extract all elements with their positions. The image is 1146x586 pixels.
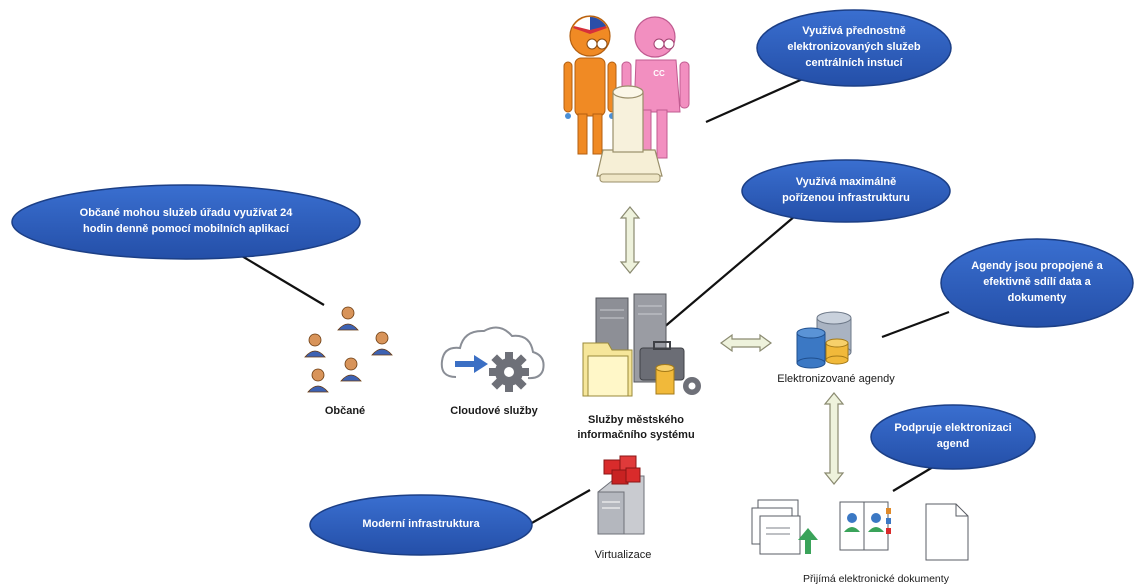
label-citizens: Občané [324, 405, 366, 417]
callout-text-central-services: Využívá přednostně elektronizovaných slu… [787, 25, 921, 69]
callout-bubbles [11, 9, 1134, 556]
officials-figures-icon: CC [563, 15, 690, 183]
callout-text-support-agendas: Podpruje elektronizaci agend [894, 422, 1012, 450]
arrow-agendas-documents [823, 392, 845, 485]
connector-agendas [881, 310, 950, 339]
bubble-agendas-connected [940, 238, 1134, 328]
double-arrows [619, 206, 845, 485]
svg-text:CC: CC [653, 69, 665, 78]
arrow-system-agendas [719, 333, 773, 353]
connector-modern [529, 489, 591, 525]
bubble-central-services [756, 9, 952, 87]
callout-text-infrastructure-use: Využívá maximálně pořízenou infrastruktu… [782, 176, 910, 204]
connector-infra [655, 215, 796, 335]
callout-text-modern-infra: Moderní infrastruktura [362, 518, 480, 531]
callout-text-agendas-connected: Agendy jsou propojené a efektivně sdílí … [971, 260, 1103, 304]
bubble-mobile-apps [11, 184, 361, 260]
label-agendas: Elektronizované agendy [777, 373, 895, 385]
bubble-infrastructure-use [741, 159, 951, 223]
bubble-support-agendas [870, 404, 1036, 470]
label-virtualization: Virtualizace [594, 549, 652, 561]
citizens-group-icon [304, 306, 393, 393]
connector-central [705, 76, 806, 124]
server-folder-icon [582, 293, 701, 397]
label-documents: Přijímá elektronické dokumenty [803, 573, 949, 585]
cloud-gear-icon [440, 326, 545, 392]
callout-text-mobile-apps: Občané mohou služeb úřadu využívat 24 ho… [79, 207, 293, 235]
bubble-modern-infra [309, 494, 533, 556]
label-city-system: Služby městského informačního systému [577, 414, 695, 441]
label-cloud-services: Cloudové služby [450, 405, 538, 417]
arrow-officials-system [619, 206, 641, 274]
database-cylinders-icon [796, 311, 852, 369]
virtual-server-icon [597, 455, 645, 535]
document-inbox-icon [751, 499, 969, 561]
